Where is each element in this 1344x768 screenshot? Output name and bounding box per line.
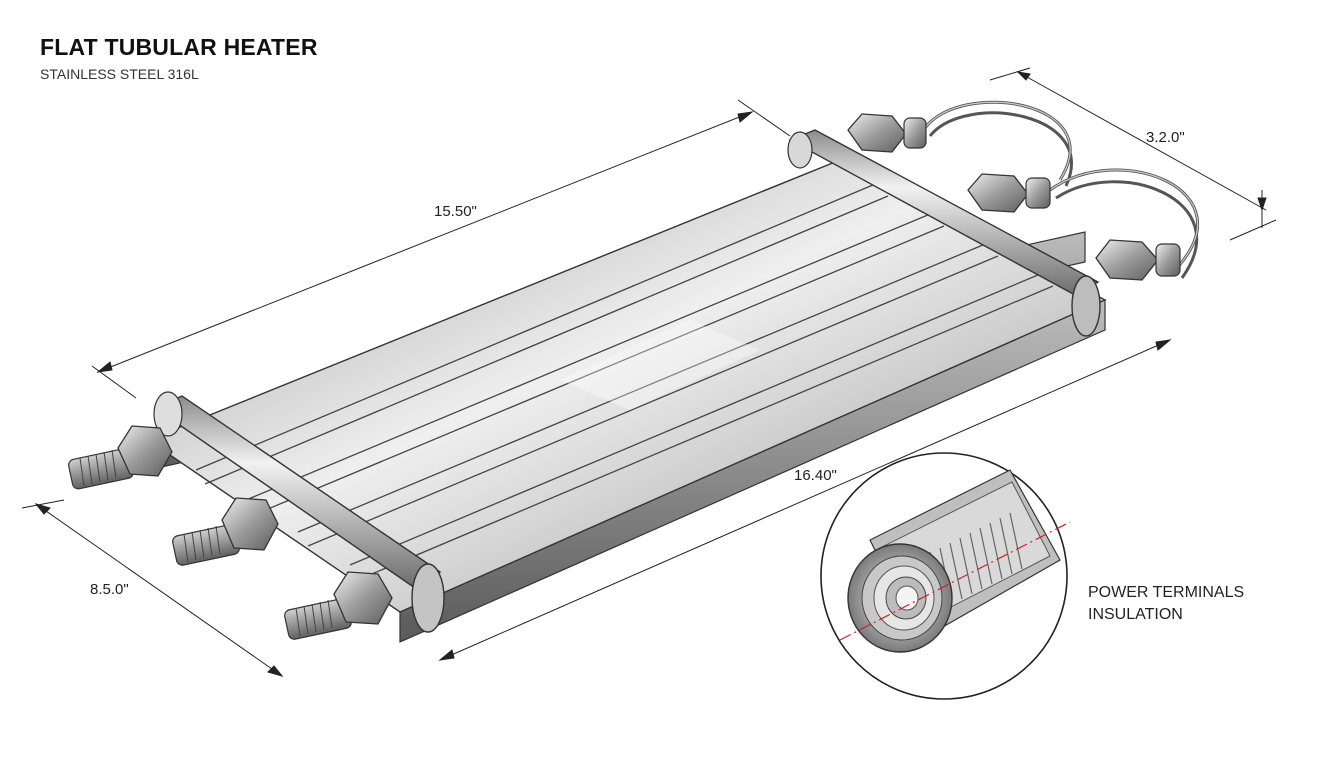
front-terminal-2 [172, 497, 279, 566]
rear-terminal-nut-1 [847, 113, 927, 153]
hex-nut-icon [117, 425, 173, 477]
callout-insulation: INSULATION [1088, 606, 1183, 623]
dim-width-left: 8.5.0" [90, 581, 129, 598]
dim-length-top: 15.50" [434, 203, 477, 220]
tube-channels [195, 181, 1054, 580]
rear-crossbar [787, 129, 1101, 337]
front-terminal-3 [284, 571, 393, 640]
dim-length-bottom: 16.40" [794, 467, 837, 484]
dim-depth-right: 3.2.0" [1146, 129, 1185, 146]
heater-body [146, 159, 1107, 643]
page-subtitle: STAINLESS STEEL 316L [40, 66, 199, 82]
dimension-lines [21, 67, 1277, 677]
rear-terminal-nut-3 [1095, 239, 1181, 281]
rear-terminal-nut-2 [967, 173, 1051, 213]
front-terminal-1 [68, 425, 173, 490]
callout-power-terminals: POWER TERMINALS [1088, 584, 1245, 601]
page-title: FLAT TUBULAR HEATER [40, 34, 318, 60]
callout-label: POWER TERMINALS INSULATION [1088, 582, 1244, 626]
front-crossbar [153, 391, 445, 633]
cross-section-icon [820, 452, 1071, 700]
